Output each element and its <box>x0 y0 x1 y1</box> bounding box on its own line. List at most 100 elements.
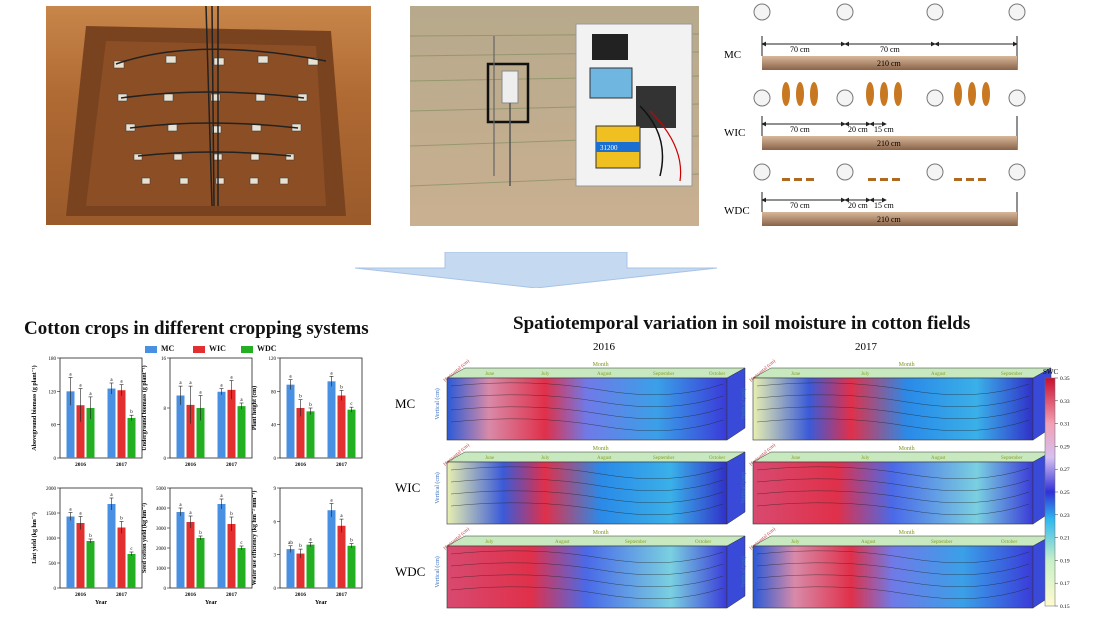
significance-letter: b <box>299 395 302 400</box>
colorbar-title: SWC <box>1043 368 1059 376</box>
y-tick-label: 4000 <box>156 507 167 512</box>
contour-line <box>756 502 1030 516</box>
x-tick-label: 2017 <box>226 592 237 598</box>
heatmap-row-label-wdc: WDC <box>395 564 425 579</box>
mc-dim-1: 70 cm <box>790 45 811 54</box>
cotton-icons-wdc <box>753 163 1026 181</box>
heatmap-row-label-wic: WIC <box>395 480 420 495</box>
contour-line <box>450 382 724 396</box>
chart-frame <box>169 487 253 589</box>
month-axis-title: Month <box>593 446 609 452</box>
month-label: June <box>485 456 495 461</box>
y-tick-label: 0 <box>164 587 167 592</box>
field-station-illustration: 31200 <box>410 6 699 226</box>
colorbar-tick-label: 0.31 <box>1060 422 1070 428</box>
colorbar-tick-label: 0.25 <box>1060 490 1070 496</box>
significance-letter: a <box>199 391 202 396</box>
month-label: September <box>653 456 675 461</box>
y-tick-label: 0 <box>54 457 57 462</box>
heatmap-side-face <box>726 535 746 609</box>
significance-letter: a <box>69 508 72 513</box>
month-label: October <box>709 456 725 461</box>
colorbar-tick-label: 0.33 <box>1060 399 1070 405</box>
bar-mc <box>176 395 185 458</box>
significance-letter: a <box>309 537 312 542</box>
significance-letter: a <box>189 381 192 386</box>
colorbar-tick-label: 0.19 <box>1060 558 1070 564</box>
significance-letter: b <box>299 544 302 549</box>
bar-wic <box>337 395 346 458</box>
contour-line <box>450 490 724 504</box>
y-tick-label: 3000 <box>156 527 167 532</box>
x-tick-label: 2017 <box>226 462 237 468</box>
significance-letter: a <box>230 376 233 381</box>
x-axis-label: Year <box>205 600 217 606</box>
month-label: July <box>861 372 870 377</box>
contour-line <box>450 478 724 492</box>
contour-line <box>756 574 1030 588</box>
x-axis-label: Year <box>95 600 107 606</box>
heatmap-front-face <box>752 461 1034 525</box>
swc-colorbar <box>1044 377 1056 607</box>
heatmap-front-face <box>446 545 728 609</box>
significance-letter: ab <box>288 541 293 546</box>
system-label-mc: MC <box>724 49 741 61</box>
month-label: August <box>597 456 612 461</box>
y-tick-label: 2000 <box>156 547 167 552</box>
colorbar-tick-label: 0.21 <box>1060 536 1070 542</box>
wic-dim-1: 70 cm <box>790 125 811 134</box>
y-tick-label: 0 <box>274 457 277 462</box>
y-axis-label: Underground biomass (g plant⁻¹) <box>141 365 148 450</box>
heatmap-front-face <box>752 377 1034 441</box>
bar-mc <box>327 381 336 458</box>
colorbar-tick-label: 0.27 <box>1060 467 1070 473</box>
colorbar-tick-label: 0.15 <box>1060 604 1070 610</box>
y-tick-label: 500 <box>49 562 57 567</box>
x-tick-label: 2016 <box>185 592 196 598</box>
legend-swatch-wdc <box>241 346 253 353</box>
month-axis-title: Month <box>899 362 915 368</box>
wic-soil-strip <box>762 136 1017 150</box>
mc-soil-strip <box>762 56 1017 70</box>
x-tick-label: 2016 <box>185 462 196 468</box>
x-tick-label: 2016 <box>295 592 306 598</box>
cropping-systems-diagram: MC 70 cm 70 cm 210 cm WIC 70 cm 20 cm 15… <box>724 3 1026 226</box>
contour-line <box>450 586 724 600</box>
bar-mc <box>66 516 75 588</box>
bar-mc <box>286 384 295 458</box>
x-tick-label: 2016 <box>75 592 86 598</box>
y-tick-label: 80 <box>271 390 277 395</box>
contour-line <box>450 562 724 576</box>
contour-line <box>756 562 1030 576</box>
significance-letter: a <box>340 514 343 519</box>
soil-pit-photo <box>46 6 371 225</box>
significance-letter: b <box>89 534 92 539</box>
heatmap-front-face <box>446 377 728 441</box>
significance-letter: b <box>309 403 312 408</box>
y-tick-label: 0 <box>274 587 277 592</box>
y-tick-label: 180 <box>49 357 57 362</box>
system-label-wdc: WDC <box>724 205 750 217</box>
y-tick-label: 60 <box>51 424 57 429</box>
vertical-axis-label: Vertical (cm) <box>434 388 441 419</box>
y-tick-label: 0 <box>54 587 57 592</box>
bar-wic <box>337 525 346 588</box>
contour-line <box>756 418 1030 432</box>
wic-dim-3: 15 cm <box>874 125 895 134</box>
month-label: October <box>1001 540 1017 545</box>
significance-letter: a <box>220 384 223 389</box>
chart-frame <box>59 357 143 459</box>
contour-line <box>450 406 724 420</box>
contour-line <box>756 586 1030 600</box>
y-axis-label: Plant height (cm) <box>251 386 258 430</box>
contour-line <box>450 550 724 564</box>
soil-pit-illustration <box>66 6 346 216</box>
y-tick-label: 120 <box>269 357 277 362</box>
